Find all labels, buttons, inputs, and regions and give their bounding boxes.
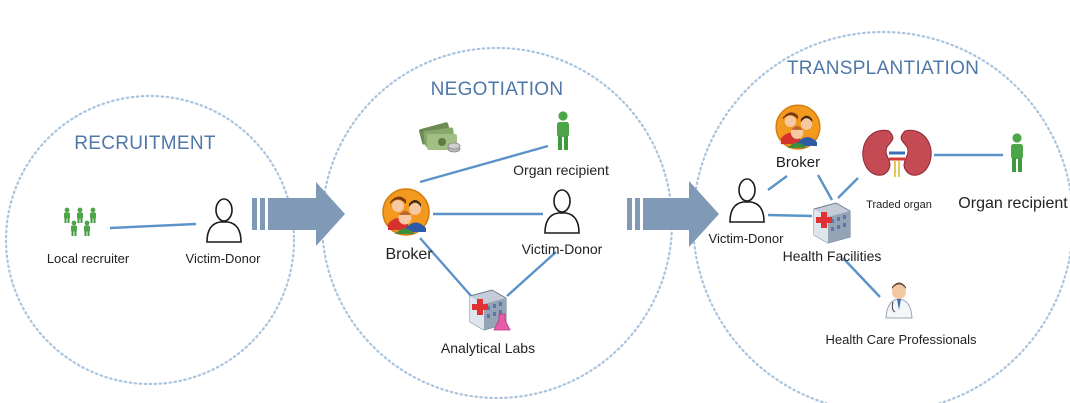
analytical-labs-label: Analytical Labs	[441, 340, 535, 356]
person-green-icon	[1011, 133, 1023, 172]
arrow-right-icon	[252, 182, 345, 246]
victim-donor-label: Victim-Donor	[709, 231, 785, 246]
link-donor-facility	[767, 213, 813, 218]
broker-icon	[382, 188, 430, 236]
link-recruiter-donor	[109, 222, 197, 230]
recruitment-title: RECRUITMENT	[74, 133, 216, 154]
victim-donor-label: Victim-Donor	[522, 241, 603, 257]
person-green-icon	[557, 111, 569, 150]
link-donor-labs	[506, 251, 557, 297]
organ-recipient-label: Organ recipient	[958, 195, 1068, 212]
link-donor-broker	[767, 175, 788, 191]
hospital-icon	[813, 202, 851, 244]
doctor-icon	[885, 282, 913, 319]
broker-label: Broker	[385, 246, 433, 263]
kidney-icon	[862, 129, 932, 177]
local-recruiter-label: Local recruiter	[47, 251, 130, 266]
person-outline-icon	[206, 198, 242, 243]
transplantation-title: TRANSPLANTIATION	[787, 58, 979, 79]
flask-icon	[493, 313, 511, 331]
money-icon	[419, 122, 461, 153]
broker-label: Broker	[776, 154, 820, 171]
broker-icon	[775, 104, 821, 150]
arrow-right-icon	[627, 181, 719, 247]
person-outline-icon	[544, 189, 580, 234]
victim-donor-label: Victim-Donor	[186, 251, 262, 266]
link-broker-facility	[816, 174, 834, 201]
link-broker-labs	[419, 237, 473, 298]
organ-recipient-label: Organ recipient	[513, 162, 609, 178]
link-facility-professionals	[842, 257, 881, 298]
negotiation-title: NEGOTIATION	[431, 79, 564, 100]
traded-organ-label: Traded organ	[866, 199, 932, 211]
person-outline-icon	[729, 178, 765, 223]
recruitment-stage-circle	[4, 94, 296, 386]
health-facilities-label: Health Facilities	[783, 248, 882, 264]
people-group-icon	[64, 207, 96, 236]
link-facility-organ	[837, 177, 859, 199]
link-broker-recipient	[419, 144, 549, 184]
health-care-professionals-label: Health Care Professionals	[825, 332, 977, 347]
